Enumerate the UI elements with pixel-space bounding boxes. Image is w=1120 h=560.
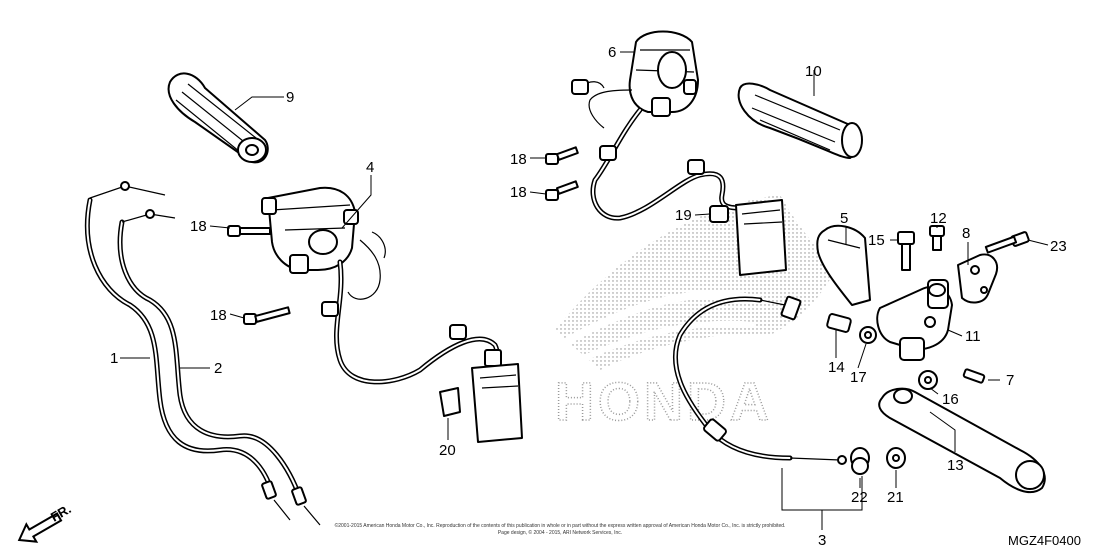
callout-15: 15 xyxy=(868,232,885,249)
callouts: 1 2 3 4 5 6 7 8 9 10 11 12 13 14 15 16 1… xyxy=(110,44,1067,549)
left-switch-harness xyxy=(321,231,523,443)
callout-18-d: 18 xyxy=(510,184,527,201)
clutch-cable-part xyxy=(673,295,847,465)
leader-lines xyxy=(120,51,1049,530)
watermark-text: HONDA xyxy=(555,372,773,432)
callout-23: 23 xyxy=(1050,238,1067,255)
callout-21: 21 xyxy=(887,489,904,506)
lever-holder-part xyxy=(957,253,998,304)
callout-5: 5 xyxy=(840,210,848,227)
diagram-code: MGZ4F0400 xyxy=(1008,533,1081,548)
bolt-18-c xyxy=(545,146,579,165)
right-switch-harness xyxy=(571,79,787,276)
front-direction-indicator: FR. xyxy=(17,501,74,543)
lever-bracket-part xyxy=(876,279,953,361)
right-switch-housing-part xyxy=(628,30,699,117)
callout-18-b: 18 xyxy=(210,307,227,324)
bolt-18-d xyxy=(545,180,579,201)
callout-7: 7 xyxy=(1006,372,1014,389)
callout-6: 6 xyxy=(608,44,616,61)
left-switch-housing-part xyxy=(261,186,359,274)
callout-16: 16 xyxy=(942,391,959,408)
callout-11: 11 xyxy=(965,328,981,345)
callout-1: 1 xyxy=(110,350,118,367)
callout-22: 22 xyxy=(851,489,868,506)
copyright-line-1: ©2001-2015 American Honda Motor Co., Inc… xyxy=(335,522,786,529)
callout-12: 12 xyxy=(930,210,947,227)
callout-3: 3 xyxy=(818,532,826,549)
callout-17: 17 xyxy=(850,369,867,386)
bolt-18-a xyxy=(227,225,271,237)
bolt-18-b xyxy=(243,306,291,325)
copyright-line-2: Page design, © 2004 - 2015, ARI Network … xyxy=(498,529,622,536)
callout-18-c: 18 xyxy=(510,151,527,168)
callout-20: 20 xyxy=(439,442,456,459)
throttle-cables-part xyxy=(84,181,321,526)
callout-19: 19 xyxy=(675,207,692,224)
lever-cover-part xyxy=(816,224,871,306)
clutch-lever-part xyxy=(878,387,1046,494)
callout-14: 14 xyxy=(828,359,845,376)
callout-18-a: 18 xyxy=(190,218,207,235)
callout-4: 4 xyxy=(366,159,374,176)
callout-10: 10 xyxy=(805,63,822,80)
callout-9: 9 xyxy=(286,89,294,106)
callout-8: 8 xyxy=(962,225,970,242)
copyright-notice: ©2001-2015 American Honda Motor Co., Inc… xyxy=(335,522,786,536)
hardware-parts xyxy=(227,146,1030,475)
left-grip-part xyxy=(167,72,269,164)
callout-13: 13 xyxy=(947,457,964,474)
callout-2: 2 xyxy=(214,360,222,377)
right-grip-part xyxy=(737,82,863,159)
front-arrow-icon xyxy=(17,512,63,543)
